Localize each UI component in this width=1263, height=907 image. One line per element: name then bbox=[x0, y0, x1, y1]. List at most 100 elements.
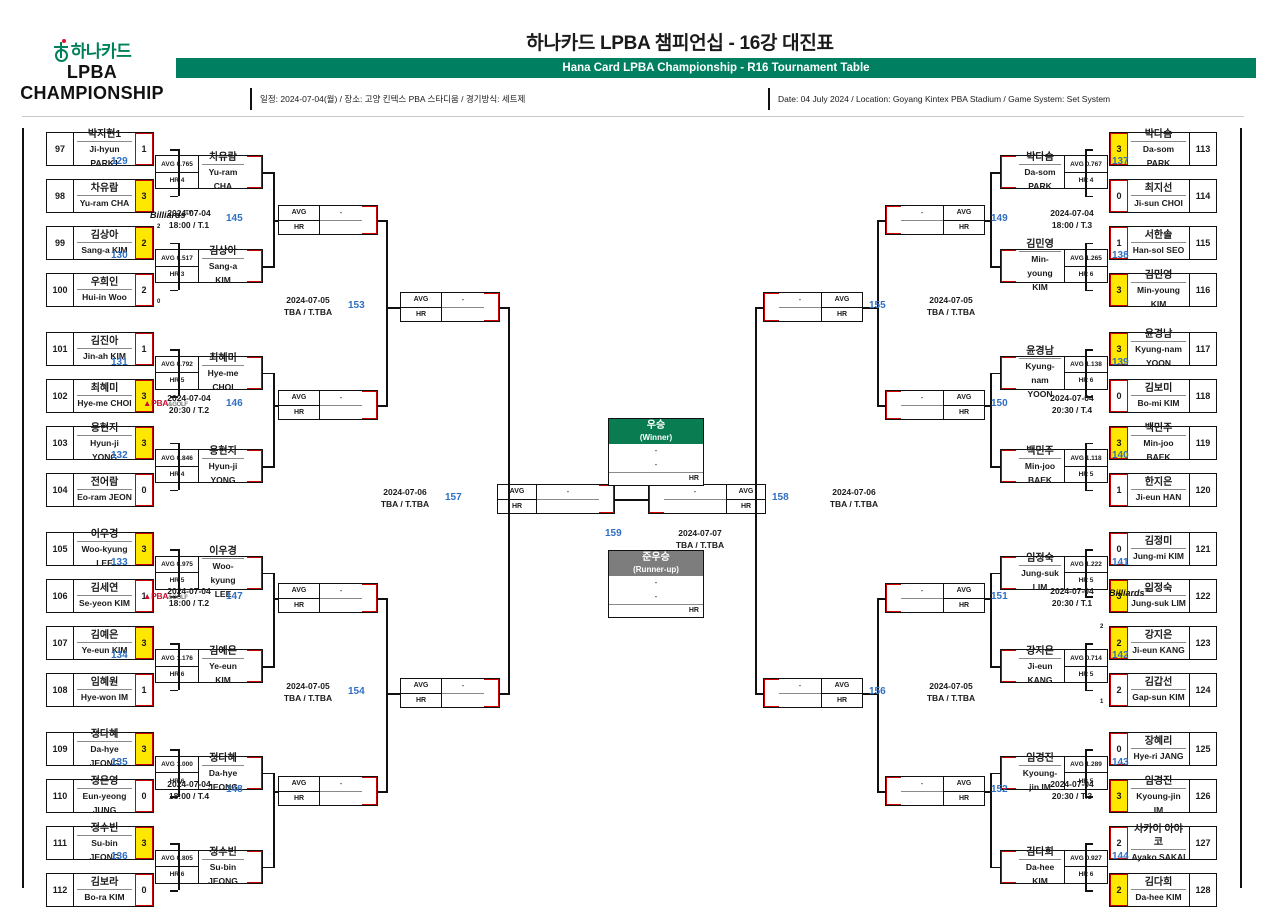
match-score: 2 bbox=[1110, 627, 1128, 659]
player-name-en: Se-yeon KIM bbox=[78, 598, 130, 609]
player-name-ko: 박다솜 bbox=[1019, 151, 1061, 166]
player-name-ko: 서한솔 bbox=[1131, 229, 1186, 243]
player-name-en: Kyung-nam YOON bbox=[1025, 360, 1055, 399]
bracket-cap bbox=[362, 777, 377, 805]
seed-number: 104 bbox=[47, 473, 74, 506]
seed-number: 117 bbox=[1189, 333, 1216, 366]
player-name-en: Eun-yeong JUNG bbox=[82, 791, 127, 816]
connector-line bbox=[500, 307, 508, 309]
player-name-en: Da-som PARK bbox=[1024, 167, 1056, 192]
tbd-placeholder: - bbox=[320, 391, 362, 406]
connector-line bbox=[263, 772, 273, 775]
bracket-cap bbox=[649, 485, 664, 513]
match-score: 1 bbox=[1110, 473, 1128, 506]
connector-line bbox=[985, 220, 990, 222]
avg-value: AVG 0.517 bbox=[156, 250, 198, 267]
seed-number: 102 bbox=[47, 380, 74, 412]
player-name-en: Han-sol SEO bbox=[1132, 244, 1185, 255]
player-name-ko: 김다희 bbox=[1019, 846, 1061, 860]
connector-line bbox=[170, 396, 178, 398]
connector-line bbox=[990, 772, 992, 869]
player-name-ko: 김민영 bbox=[1131, 269, 1186, 283]
hr-value: HR 6 bbox=[169, 671, 185, 679]
bracket-cap bbox=[1001, 450, 1016, 483]
game-number: 142 bbox=[1112, 650, 1129, 662]
player-name-ko: 윤경남 bbox=[1019, 345, 1061, 359]
connector-line bbox=[1085, 596, 1093, 598]
connector-line bbox=[170, 289, 178, 292]
player-name-ko: 김정미 bbox=[1131, 535, 1186, 550]
connector-line bbox=[990, 172, 1000, 175]
player-name-ko: 장혜리 bbox=[1131, 735, 1186, 750]
connector-line bbox=[170, 643, 178, 645]
seed-number: 116 bbox=[1189, 273, 1216, 306]
player-name-en: Kyoung-jin IM bbox=[1022, 767, 1058, 792]
match-score: 3 bbox=[1110, 133, 1128, 165]
seed-number: 126 bbox=[1189, 780, 1216, 813]
player-name-ko: 정다혜 bbox=[77, 728, 132, 743]
